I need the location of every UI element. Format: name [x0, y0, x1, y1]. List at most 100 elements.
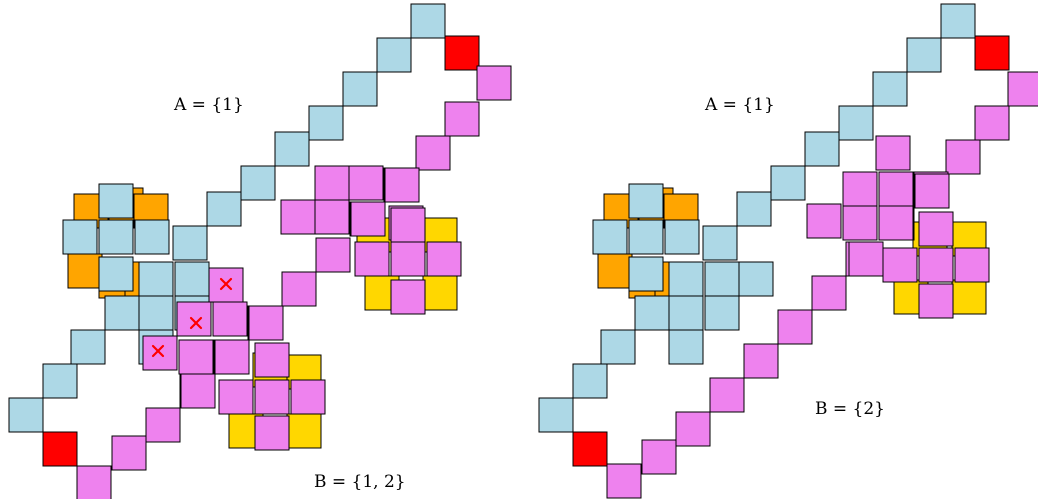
- block-blue-square: [704, 295, 740, 331]
- cluster-blue-square: [62, 219, 98, 255]
- path-violet-square: [777, 309, 813, 345]
- block-violet-square: [214, 339, 250, 375]
- path-violet-square: [945, 139, 981, 175]
- left-label-b: B = {1, 2}: [314, 472, 406, 492]
- path-violet-square: [675, 411, 711, 447]
- path-blue-square: [538, 397, 574, 433]
- gold-square: [286, 413, 322, 449]
- block-violet-square: [914, 173, 950, 209]
- block-violet-square: [314, 165, 350, 201]
- path-blue-square: [240, 165, 276, 201]
- block-violet-square: [315, 237, 351, 273]
- path-blue-square: [376, 37, 412, 73]
- right-label-a: A = {1}: [704, 95, 775, 115]
- cluster-blue-square: [592, 219, 628, 255]
- path-violet-square: [476, 65, 512, 101]
- block-blue-square: [668, 295, 704, 331]
- block-blue-square: [138, 261, 174, 297]
- path-violet-square: [743, 343, 779, 379]
- path-blue-square: [342, 71, 378, 107]
- path-violet-square: [444, 101, 480, 137]
- endpoint-bottom: [572, 431, 608, 467]
- block-violet-square: [350, 201, 386, 237]
- path-blue-square: [572, 363, 608, 399]
- path-blue-square: [838, 105, 874, 141]
- gold-violet-square: [254, 342, 290, 378]
- path-blue-square: [42, 363, 78, 399]
- block-violet-square: [248, 305, 284, 341]
- block-violet-square: [208, 267, 244, 303]
- gold-violet-square: [254, 379, 290, 415]
- block-blue-square: [668, 261, 704, 297]
- gold-square: [422, 275, 458, 311]
- block-violet-square: [878, 205, 914, 241]
- block-blue-square: [704, 261, 740, 297]
- block-violet-square: [842, 171, 878, 207]
- path-violet-square: [1007, 71, 1038, 107]
- cluster-blue-square: [98, 183, 134, 219]
- cluster-blue-square: [628, 256, 664, 292]
- block-violet-square: [314, 199, 350, 235]
- block-blue-square: [668, 329, 704, 365]
- path-blue-square: [940, 3, 976, 39]
- path-blue-square: [804, 131, 840, 167]
- path-blue-square: [634, 295, 670, 331]
- path-violet-square: [111, 435, 147, 471]
- endpoint-top: [444, 35, 480, 71]
- cross-marker: [151, 344, 165, 358]
- endpoint-bottom: [42, 431, 78, 467]
- gold-violet-square: [426, 241, 462, 277]
- path-blue-square: [206, 191, 242, 227]
- path-blue-square: [274, 131, 310, 167]
- path-blue-square: [906, 37, 942, 73]
- cluster-blue-square: [98, 219, 134, 255]
- block-violet-square: [848, 241, 884, 277]
- orange-square: [597, 253, 633, 289]
- left-panel: [8, 3, 512, 499]
- block-violet-square: [178, 339, 214, 375]
- path-violet-square: [606, 463, 642, 499]
- gold-violet-square: [954, 247, 990, 283]
- right-label-b: B = {2}: [815, 399, 885, 419]
- right-panel: [538, 3, 1038, 499]
- path-violet-square: [974, 105, 1010, 141]
- path-violet-square: [709, 377, 745, 413]
- cluster-blue-square: [134, 219, 170, 255]
- block-violet-square: [176, 301, 212, 337]
- cross-marker: [219, 277, 233, 291]
- path-violet-square: [415, 135, 451, 171]
- path-blue-square: [736, 191, 772, 227]
- path-blue-square: [872, 71, 908, 107]
- block-blue-square: [174, 261, 210, 297]
- gold-square: [951, 279, 987, 315]
- gold-violet-square: [882, 247, 918, 283]
- block-blue-square: [104, 295, 140, 331]
- path-blue-square: [702, 225, 738, 261]
- block-violet-square: [806, 203, 842, 239]
- gold-violet-square: [918, 211, 954, 247]
- gold-violet-square: [918, 247, 954, 283]
- block-violet-square: [348, 165, 384, 201]
- cluster-blue-square: [628, 219, 664, 255]
- block-blue-square: [738, 261, 774, 297]
- block-violet-square: [280, 199, 316, 235]
- path-violet-square: [281, 271, 317, 307]
- gold-violet-square: [918, 283, 954, 319]
- gold-violet-square: [390, 241, 426, 277]
- path-violet-square: [641, 439, 677, 475]
- block-violet-square: [878, 171, 914, 207]
- path-violet-square: [76, 465, 112, 499]
- gold-violet-square: [290, 379, 326, 415]
- path-blue-square: [172, 225, 208, 261]
- block-violet-square: [384, 167, 420, 203]
- path-blue-square: [600, 329, 636, 365]
- left-label-a: A = {1}: [173, 95, 244, 115]
- path-blue-square: [410, 3, 446, 39]
- path-blue-square: [770, 165, 806, 201]
- cross-marker: [189, 316, 203, 330]
- block-blue-square: [138, 295, 174, 331]
- block-violet-square: [180, 373, 216, 409]
- cluster-blue-square: [628, 183, 664, 219]
